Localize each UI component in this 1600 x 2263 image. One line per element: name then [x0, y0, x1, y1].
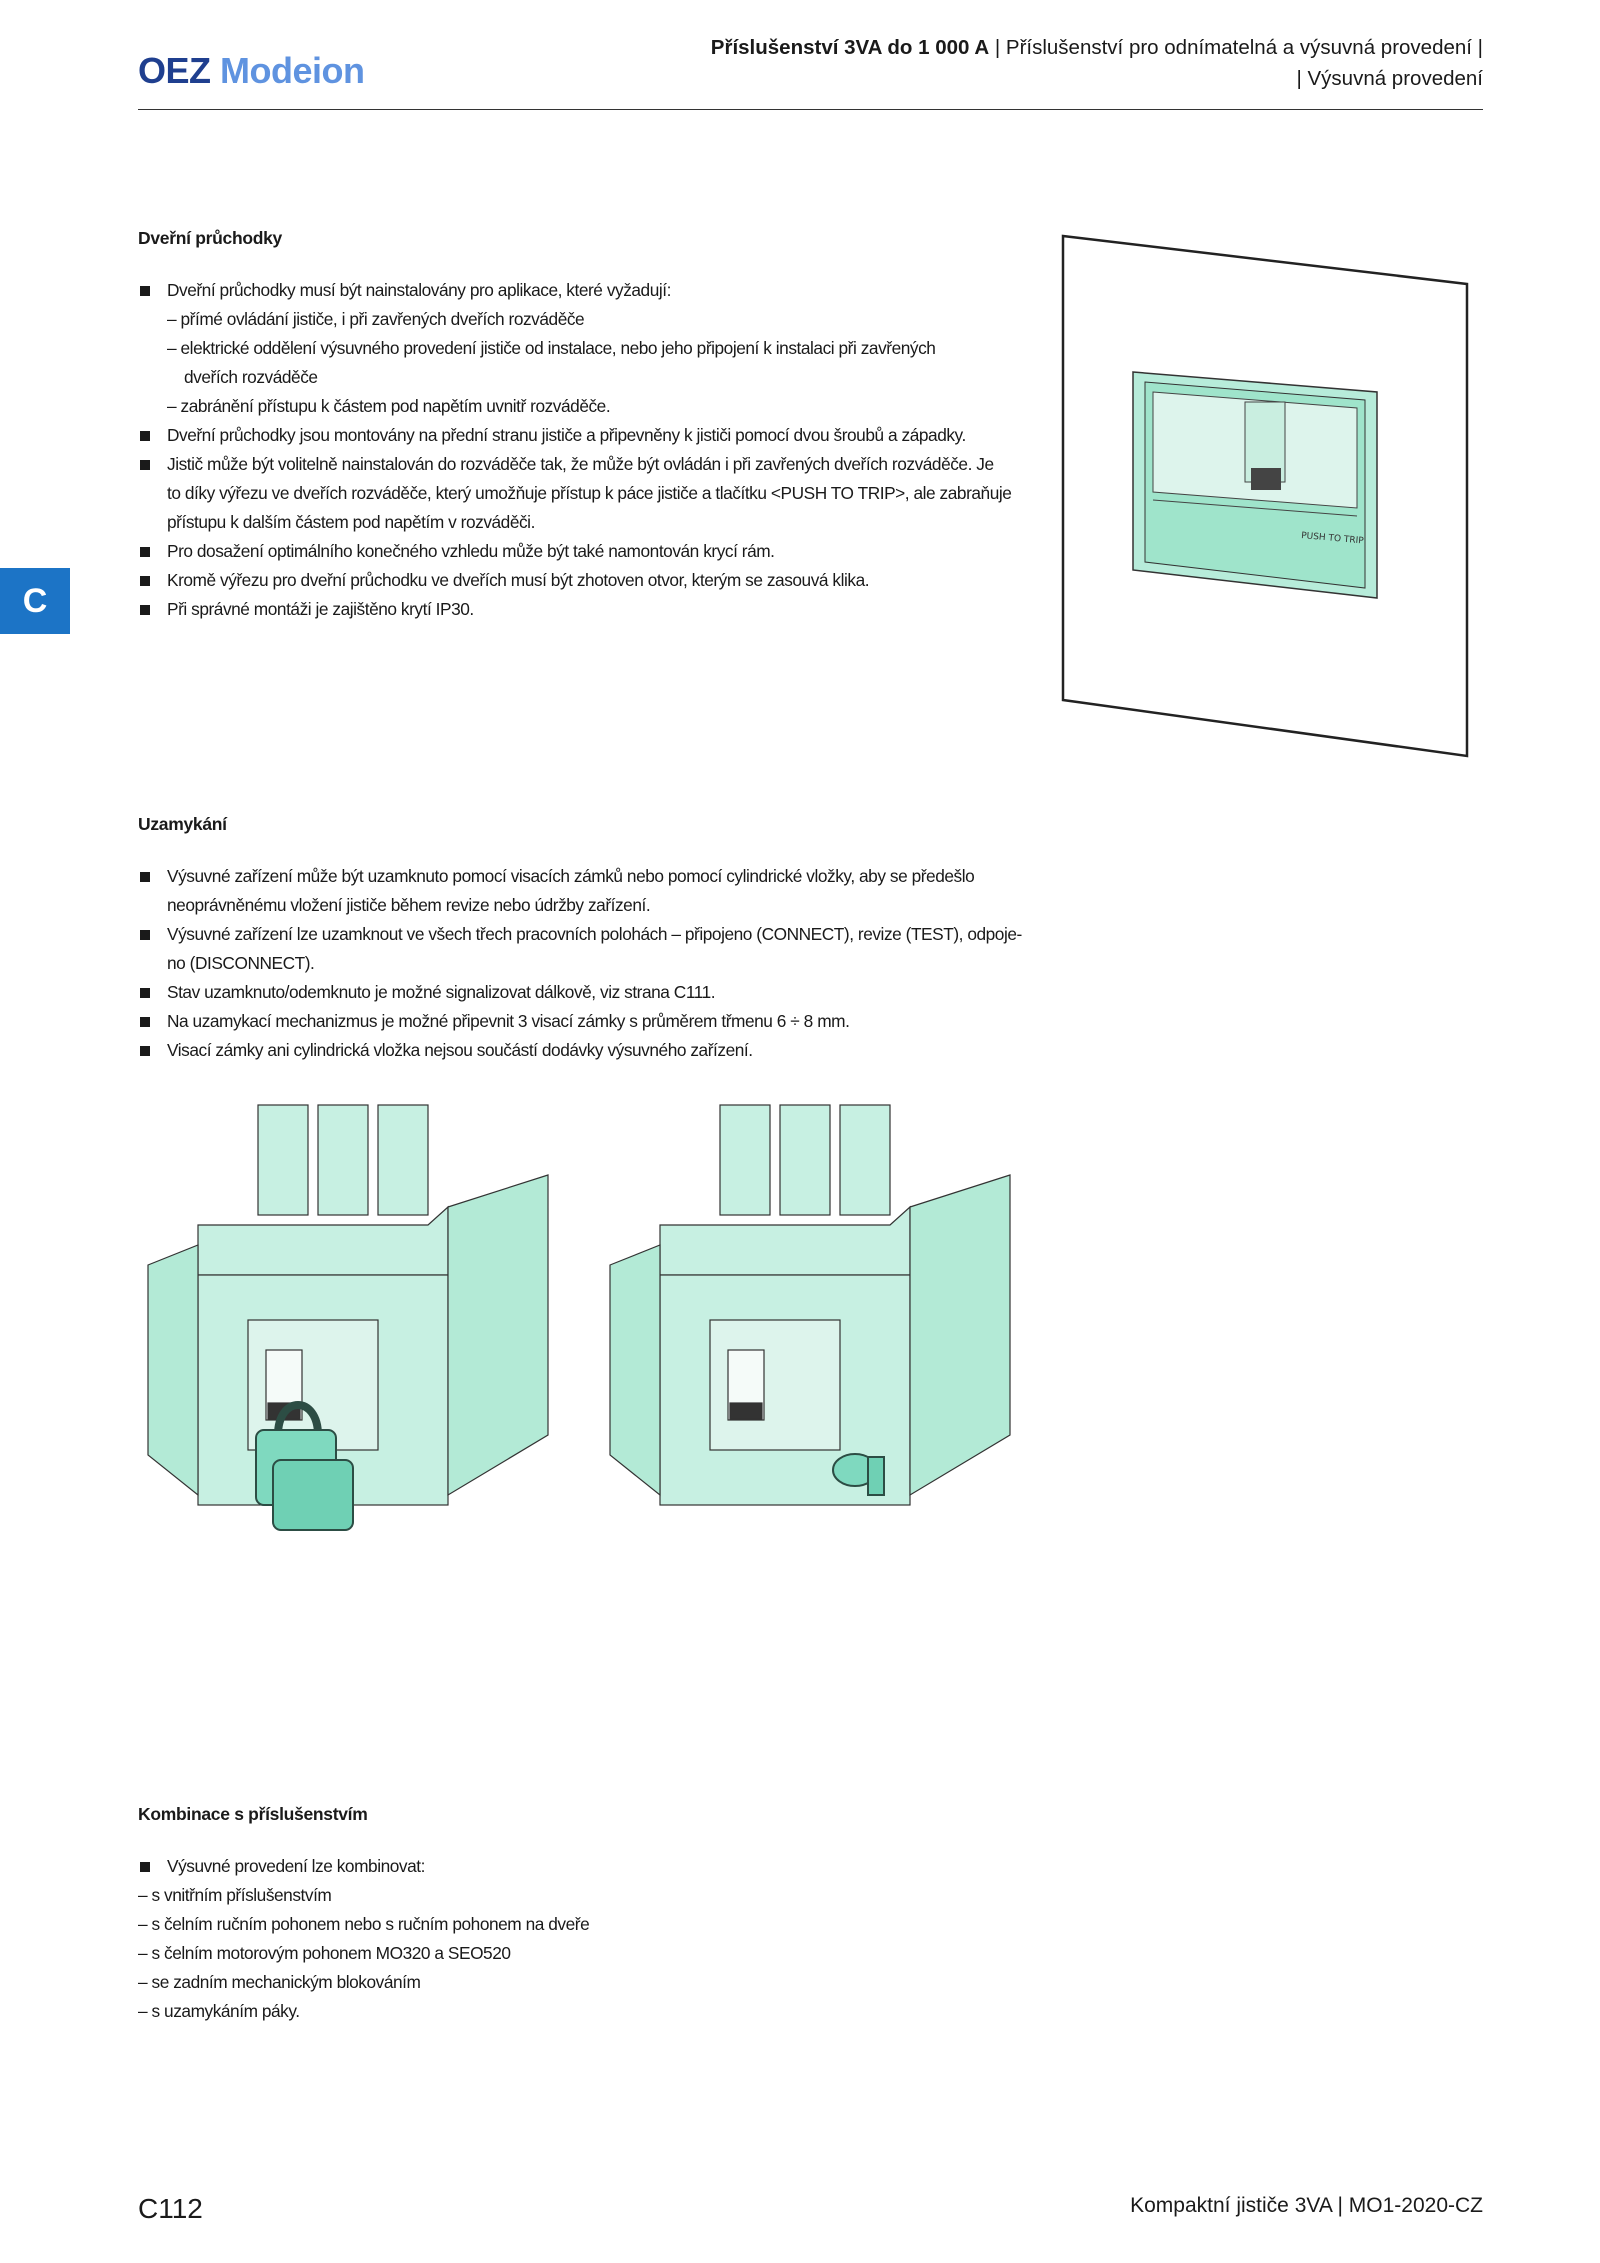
padlock-icon [255, 1401, 354, 1531]
header-subtitle: | Příslušenství pro odnímatelná a výsuvn… [989, 36, 1483, 59]
chapter-tab[interactable]: C [0, 568, 70, 634]
list-item-text: Výsuvné zařízení lze uzamknout ve všech … [167, 924, 1022, 944]
list-item-text: Na uzamykací mechanizmus je možné připev… [167, 1011, 850, 1031]
lock-list: Výsuvné zařízení může být uzamknuto pomo… [138, 862, 1038, 1065]
list-item-text: no (DISCONNECT). [167, 953, 315, 973]
breaker-top [659, 1205, 911, 1276]
list-item-text: Pro dosažení optimálního konečného vzhle… [167, 541, 775, 561]
list-item: Stav uzamknuto/odemknuto je možné signal… [138, 978, 1038, 1007]
list-item-text: Visací zámky ani cylindrická vložka nejs… [167, 1040, 753, 1060]
header-line2: | Výsuvná provedení [1296, 67, 1483, 90]
header-divider [138, 109, 1483, 110]
list-item-text: Kromě výřezu pro dveřní průchodku ve dve… [167, 570, 870, 590]
list-item-text: Výsuvné provedení lze kombinovat: [167, 1856, 425, 1876]
breaker-left [147, 1244, 199, 1497]
breaker-lever [1251, 468, 1281, 490]
list-item: Na uzamykací mechanizmus je možné připev… [138, 1007, 1038, 1036]
page-number: C112 [138, 2193, 203, 2224]
list-item-text: Výsuvné zařízení může být uzamknuto pomo… [167, 866, 975, 886]
terminal-block [779, 1104, 831, 1216]
list-item: Pro dosažení optimálního konečného vzhle… [138, 537, 1038, 566]
list-item-text: Dveřní průchodky jsou montovány na předn… [167, 425, 966, 445]
combo-list: Výsuvné provedení lze kombinovat: [138, 1852, 1038, 1881]
list-item: Visací zámky ani cylindrická vložka nejs… [138, 1036, 1038, 1065]
list-item-text: Dveřní průchodky musí být nainstalovány … [167, 280, 671, 300]
terminal-block [719, 1104, 771, 1216]
list-item-text: to díky výřezu ve dveřích rozváděče, kte… [167, 483, 1012, 503]
list-subitem: – se zadním mechanickým blokováním [138, 1972, 421, 1992]
list-item: Dveřní průchodky jsou montovány na předn… [138, 421, 1038, 450]
list-item: Výsuvné zařízení lze uzamknout ve všech … [138, 920, 1038, 978]
list-item: Kromě výřezu pro dveřní průchodku ve dve… [138, 566, 1038, 595]
list-item: Při správné montáži je zajištěno krytí I… [138, 595, 1038, 624]
logo-product: Modeion [220, 50, 365, 91]
section-title-lock: Uzamykání [138, 814, 227, 834]
breaker-left [609, 1244, 661, 1497]
breaker-top [197, 1205, 449, 1276]
list-subitem: – s čelním motorovým pohonem MO320 a SEO… [138, 1943, 511, 1963]
breaker-cylinder-figure [609, 1104, 1011, 1506]
list-item-text: Při správné montáži je zajištěno krytí I… [167, 599, 474, 619]
section-title-combo: Kombinace s příslušenstvím [138, 1804, 368, 1824]
breaker-side [909, 1174, 1011, 1497]
list-item-text: Jistič může být volitelně nainstalován d… [167, 454, 994, 474]
section-title-door: Dveřní průchodky [138, 228, 282, 248]
list-item: Dveřní průchodky musí být nainstalovány … [138, 276, 1038, 421]
breaker-padlock-figure [147, 1104, 549, 1531]
combo-sublist: – s vnitřním příslušenstvím – s čelním r… [138, 1881, 1038, 2026]
door-list: Dveřní průchodky musí být nainstalovány … [138, 276, 1038, 624]
terminal-block [257, 1104, 309, 1216]
terminal-block [839, 1104, 891, 1216]
list-subitem: – elektrické oddělení výsuvného proveden… [167, 338, 936, 358]
list-item-text: neoprávněnému vložení jističe během revi… [167, 895, 651, 915]
breaker-side [447, 1174, 549, 1497]
breaker-lever [729, 1402, 763, 1420]
list-item: Jistič může být volitelně nainstalován d… [138, 450, 1038, 537]
footer-doc-id: Kompaktní jističe 3VA | MO1-2020-CZ [1130, 2194, 1483, 2217]
list-subitem: – zabránění přístupu k částem pod napětí… [167, 396, 611, 416]
list-subitem: dveřích rozváděče [184, 367, 318, 387]
door-cutout-figure: PUSH TO TRIP [1061, 234, 1469, 758]
terminal-block [377, 1104, 429, 1216]
list-subitem: – s vnitřním příslušenstvím [138, 1885, 332, 1905]
list-subitem: – přímé ovládání jističe, i při zavřenýc… [167, 309, 585, 329]
logo-brand: OEZ [138, 50, 211, 91]
terminal-block [317, 1104, 369, 1216]
list-item-text: přístupu k dalším částem pod napětím v r… [167, 512, 535, 532]
header-title: Příslušenství 3VA do 1 000 A [710, 36, 990, 59]
list-item: Výsuvné zařízení může být uzamknuto pomo… [138, 862, 1038, 920]
logo: OEZ Modeion [138, 50, 365, 92]
list-subitem: – s čelním ručním pohonem nebo s ručním … [138, 1914, 590, 1934]
list-subitem: – s uzamykáním páky. [138, 2001, 300, 2021]
list-item-text: Stav uzamknuto/odemknuto je možné signal… [167, 982, 716, 1002]
list-item: Výsuvné provedení lze kombinovat: [138, 1852, 1038, 1881]
breaker-edge [1152, 499, 1358, 517]
cylinder-lock-icon [832, 1453, 885, 1496]
header-breadcrumb: Příslušenství 3VA do 1 000 A | Příslušen… [583, 32, 1483, 94]
